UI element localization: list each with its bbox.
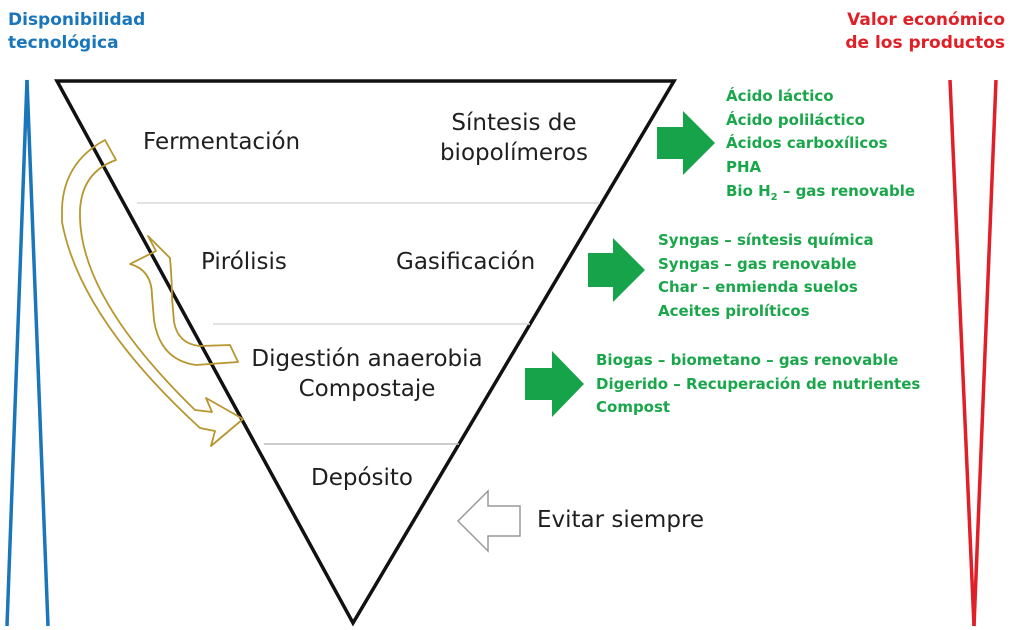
output-item: Syngas – gas renovable: [658, 254, 857, 273]
output-item: PHA: [726, 158, 762, 177]
left-axis-label: Disponibilidad tecnológica: [8, 10, 146, 53]
output-item: Ácidos carboxílicos: [726, 134, 888, 153]
output-item: Biogas – biometano – gas renovable: [596, 351, 899, 369]
output-item: Char – enmienda suelos: [658, 278, 858, 297]
output-item: Syngas – síntesis química: [658, 231, 874, 249]
output-item: Ácido láctico: [726, 87, 834, 105]
avoid-arrow: [456, 489, 521, 553]
left-axis-lines: [5, 79, 50, 627]
level-biopolymer-synthesis: Síntesis de biopolímeros: [439, 110, 589, 166]
green-arrow-top: [657, 111, 715, 175]
level-fermentation: Fermentación: [143, 129, 301, 155]
curved-arrow-inner: [129, 235, 239, 366]
output-item: Digerido – Recuperación de nutrientes: [596, 374, 921, 393]
outputs-top-list: Ácido láctico Ácido poliláctico Ácidos c…: [726, 85, 915, 210]
right-axis-lines: [948, 79, 998, 627]
curved-arrow-outer: [61, 139, 244, 447]
output-item: Ácido poliláctico: [726, 110, 865, 129]
level-anaerobic-digestion-composting: Digestión anaerobia Compostaje: [251, 346, 483, 402]
outputs-middle-list: Syngas – síntesis química Syngas – gas r…: [658, 229, 874, 324]
level-gasification: Gasificación: [396, 249, 536, 275]
output-item: Compost: [596, 398, 671, 417]
avoid-label: Evitar siempre: [537, 507, 705, 533]
output-item: Aceites pirolíticos: [658, 302, 810, 321]
level-pyrolysis: Pirólisis: [201, 249, 287, 275]
level-landfill: Depósito: [311, 465, 413, 491]
green-arrow-middle: [588, 238, 645, 302]
hierarchy-triangle: [54, 79, 678, 627]
green-arrow-bottom: [525, 351, 584, 417]
outputs-bottom-list: Biogas – biometano – gas renovable Diger…: [596, 349, 920, 420]
right-axis-label: Valor económico de los productos: [845, 10, 1005, 53]
output-item-bio-h2: Bio H2 – gas renovable: [726, 181, 916, 203]
